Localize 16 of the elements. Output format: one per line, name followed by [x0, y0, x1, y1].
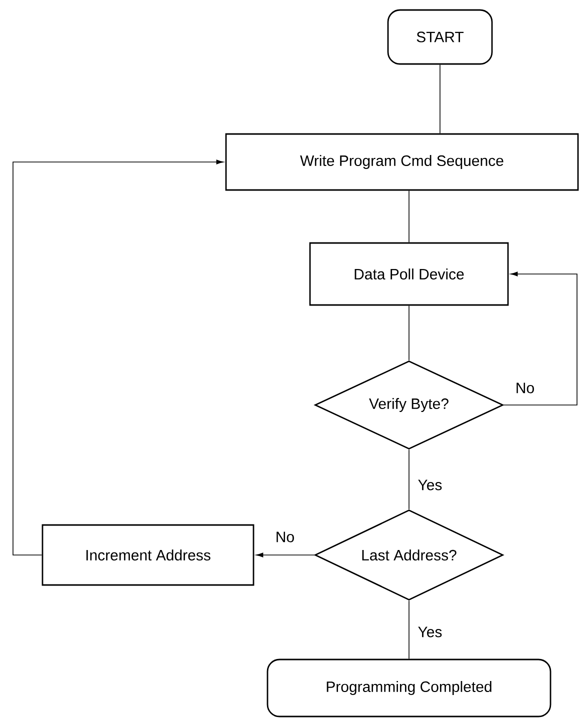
- edge-label: No: [274, 530, 296, 544]
- terminal-box: START: [387, 9, 493, 65]
- arrow: [503, 272, 578, 406]
- connector-line: [408, 190, 410, 243]
- process-box: Data Poll Device: [309, 242, 509, 306]
- connector-line: [408, 305, 410, 361]
- process-box: Increment Address: [42, 524, 254, 586]
- process-box: Write Program Cmd Sequence: [225, 133, 579, 191]
- edge-label: No: [514, 382, 536, 394]
- edge-label: Yes: [416, 626, 444, 638]
- arrow: [12, 160, 224, 556]
- connector-line: [408, 600, 410, 660]
- edge-label: Yes: [416, 478, 444, 492]
- arrow: [256, 552, 315, 558]
- terminal-box: Programming Completed: [266, 658, 552, 718]
- connector-line: [408, 449, 410, 510]
